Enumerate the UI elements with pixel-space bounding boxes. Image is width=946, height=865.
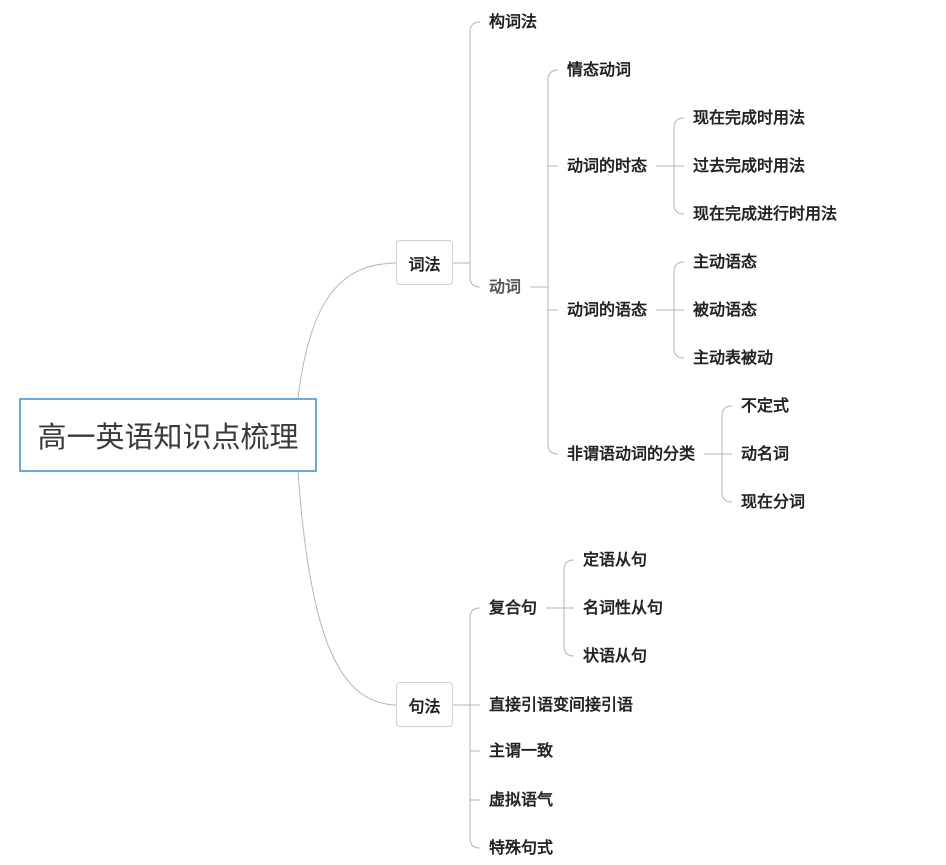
- node-shitai-2[interactable]: 过去完成时用法: [693, 156, 806, 175]
- node-yutai-3[interactable]: 主动表被动: [693, 348, 774, 367]
- node-gouci[interactable]: 构词法: [489, 12, 538, 31]
- node-fuheju-1[interactable]: 定语从句: [583, 550, 648, 569]
- node-shitai[interactable]: 动词的时态: [567, 156, 648, 175]
- node-shitai-3[interactable]: 现在完成进行时用法: [693, 204, 838, 223]
- node-fuheju-3[interactable]: 状语从句: [583, 646, 648, 665]
- node-jufa-other-4[interactable]: 特殊句式: [489, 838, 554, 857]
- node-fuheju[interactable]: 复合句: [489, 598, 538, 617]
- connector-root-cifa: [297, 262, 399, 399]
- node-yutai-1[interactable]: 主动语态: [693, 252, 758, 271]
- node-feiwei-2[interactable]: 动名词: [741, 444, 790, 463]
- node-fuheju-2[interactable]: 名词性从句: [583, 598, 664, 617]
- node-yutai[interactable]: 动词的语态: [567, 300, 648, 319]
- node-feiwei-3[interactable]: 现在分词: [741, 492, 806, 511]
- node-qingtai[interactable]: 情态动词: [567, 60, 632, 79]
- node-feiwei[interactable]: 非谓语动词的分类: [567, 444, 696, 463]
- branch-cifa[interactable]: 词法: [396, 240, 453, 285]
- node-shitai-1[interactable]: 现在完成时用法: [693, 108, 806, 127]
- node-jufa-other-2[interactable]: 主谓一致: [489, 741, 554, 760]
- root-node[interactable]: 高一英语知识点梳理: [19, 398, 317, 472]
- connector-root-jufa: [297, 471, 399, 706]
- node-yutai-2[interactable]: 被动语态: [693, 300, 758, 319]
- node-jufa-other-3[interactable]: 虚拟语气: [489, 790, 554, 809]
- node-jufa-other-1[interactable]: 直接引语变间接引语: [489, 695, 634, 714]
- node-feiwei-1[interactable]: 不定式: [741, 396, 790, 415]
- node-dongci[interactable]: 动词: [489, 277, 522, 296]
- branch-jufa[interactable]: 句法: [396, 682, 453, 727]
